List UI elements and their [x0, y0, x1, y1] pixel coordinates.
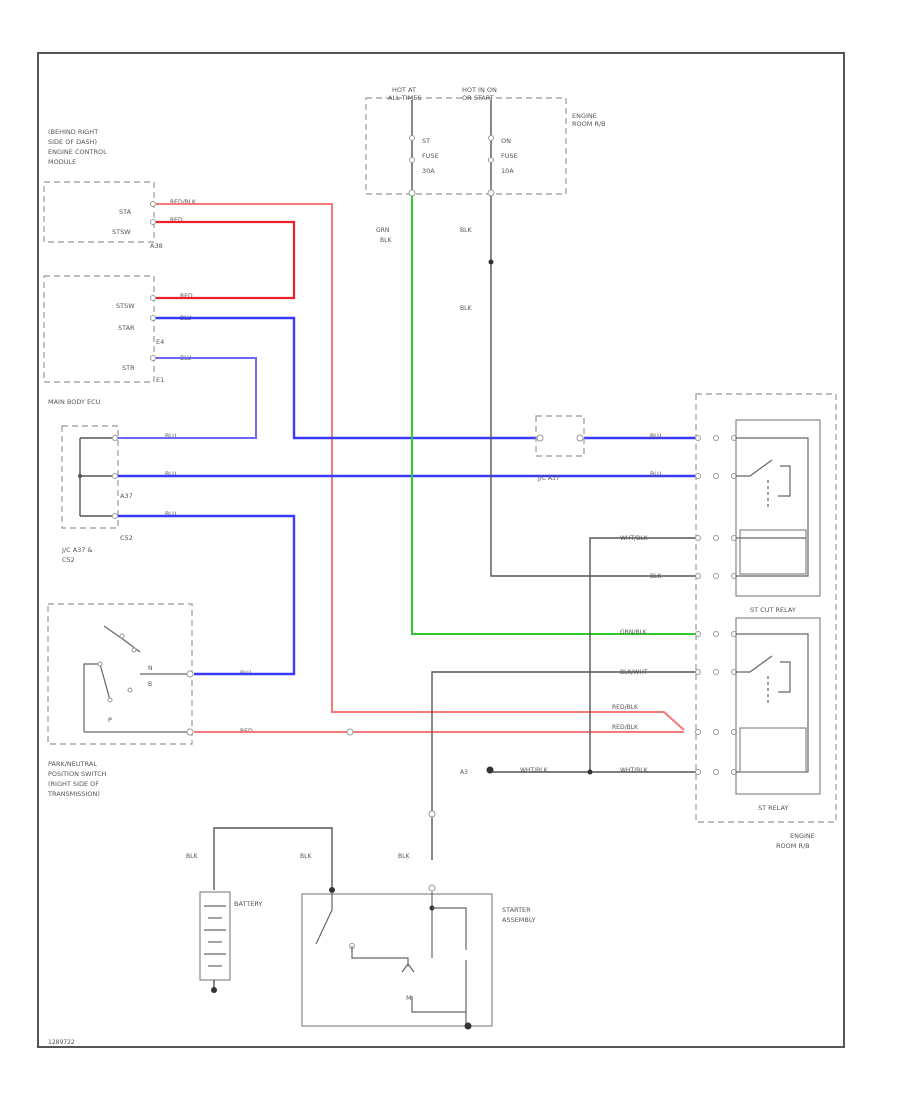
diagram-frame [37, 52, 845, 1048]
jc-wire-label-blu-2: BLU [165, 471, 177, 478]
wire-label-wht-blk-3: WHT/BLK [620, 767, 649, 774]
fuse-header-hot-all-times-2: ALL TIMES [388, 94, 421, 102]
ecm-label-2: SIDE OF DASH) [48, 138, 97, 146]
wire-label-grn-blk-relay: GRN/BLK [620, 629, 648, 636]
wire-label-red-blk-1: RED/BLK [612, 704, 639, 711]
pnp-label-4: TRANSMISSION) [47, 790, 100, 798]
fuse-box-label-2: ROOM R/B [572, 120, 606, 128]
on-fuse [487, 100, 495, 197]
ecm-pin-sta: STA [119, 208, 132, 216]
on-fuse-label-3: 10A [501, 167, 514, 175]
st-cut-relay [735, 419, 821, 597]
jc-label-2: C52 [62, 556, 75, 564]
jc-wire-label-blu-1: BLU [165, 433, 177, 440]
main-ecu-wire-label-red: RED [180, 293, 193, 300]
fuse-box-outline [365, 97, 567, 195]
ecm-connector-a38: A38 [150, 242, 163, 250]
black-wires [431, 196, 696, 860]
wire-label-wht-blk-2: WHT/BLK [520, 767, 549, 774]
ground-ref-a3: A3 [460, 769, 468, 776]
battery-wire-blk-2: BLK [300, 853, 312, 860]
fuse-header-hot-in-on-1: HOT IN ON [462, 86, 497, 94]
on-fuse-label-2: FUSE [501, 152, 518, 160]
pnp-position-p: P [108, 716, 112, 724]
wire-label-grn: GRN [376, 227, 389, 234]
st-fuse [408, 100, 416, 197]
main-ecu-connector-e1: E1 [156, 376, 164, 384]
green-wire [411, 196, 696, 635]
fuse-header-hot-in-on-2: OR START [462, 94, 494, 102]
battery-label: BATTERY [234, 900, 262, 908]
fuse-box-label-1: ENGINE [572, 112, 597, 120]
pnp-mark-b: B [148, 681, 152, 688]
ecm-wire-label-red: RED [170, 217, 183, 224]
wire-label-blk-1: BLK [460, 227, 472, 234]
relay-wire-label-blu-2: BLU [650, 471, 662, 478]
jc-label-1: J/C A37 & [61, 546, 93, 554]
starter-label-1: STARTER [502, 906, 531, 914]
jc-wire-label-blu-3: BLU [165, 511, 177, 518]
wire-label-blk-2: BLK [460, 305, 472, 312]
st-fuse-label-2: FUSE [422, 152, 439, 160]
battery-wire-blk-1: BLK [186, 853, 198, 860]
pnp-label-1: PARK/NEUTRAL [48, 760, 97, 768]
main-ecu-pin-star: STAR [118, 324, 135, 332]
ecm-label-1: (BEHIND RIGHT [48, 128, 98, 136]
ecm-outline [43, 181, 155, 243]
wire-label-grn-blk-2: BLK [380, 237, 392, 244]
starter-wire-blk: BLK [398, 853, 410, 860]
blue-wires [118, 316, 696, 676]
relay-wire-label-blu-1: BLU [650, 433, 662, 440]
st-fuse-label-3: 30A [422, 167, 435, 175]
pnp-label-3: (RIGHT SIDE OF [48, 780, 99, 788]
jc-connector-a37: A37 [120, 492, 133, 500]
fuse-header-hot-all-times-1: HOT AT [392, 86, 416, 94]
ecm-label-4: MODULE [48, 158, 76, 166]
starter-motor-m: M [406, 994, 412, 1002]
relay-pins [695, 435, 737, 775]
ecm-pin-stsw: STSW [112, 228, 131, 236]
st-relay [735, 617, 821, 795]
starter-label-2: ASSEMBLY [502, 916, 536, 924]
st-cut-relay-label: ST CUT RELAY [750, 606, 796, 614]
wire-label-blk-wht: BLK/WHT [620, 669, 648, 676]
main-ecu-pin-stsw: STSW [116, 302, 135, 310]
st-relay-label: ST RELAY [758, 804, 788, 812]
main-ecu-label: MAIN BODY ECU [48, 398, 101, 406]
wire-label-red-blk-2: RED/BLK [612, 724, 639, 731]
main-ecu-connector-e4: E4 [156, 338, 164, 346]
main-ecu-pin-str: STR [122, 364, 135, 372]
main-body-ecu-outline [43, 275, 155, 383]
jc-connector-c52: C52 [120, 534, 133, 542]
on-fuse-label-1: ON [501, 137, 511, 145]
pnp-label-2: POSITION SWITCH [48, 770, 107, 778]
relay-box-outline [695, 393, 837, 823]
pnp-mark-n: N [148, 665, 153, 672]
starter-assembly [301, 884, 493, 1030]
ecm-wire-label-red-blk: RED/BLK [170, 199, 197, 206]
ecm-label-3: ENGINE CONTROL [48, 148, 107, 156]
junction-jc-a37-box [535, 415, 585, 457]
battery-symbol [199, 827, 335, 993]
jc-a37-c52-outline [61, 425, 119, 529]
wire-label-wht-blk-1: WHT/BLK [620, 535, 649, 542]
junction-jc-a37-label: J/C A37 [537, 475, 560, 482]
wire-label-blk-3: BLK [650, 573, 662, 580]
red-wires [156, 203, 685, 736]
st-fuse-label-1: ST [422, 137, 430, 145]
diagram-code: 1289722 [48, 1039, 75, 1046]
pnp-switch-contacts [83, 625, 190, 733]
relay-box-label-2: ROOM R/B [776, 842, 810, 850]
relay-box-label-1: ENGINE [790, 832, 815, 840]
